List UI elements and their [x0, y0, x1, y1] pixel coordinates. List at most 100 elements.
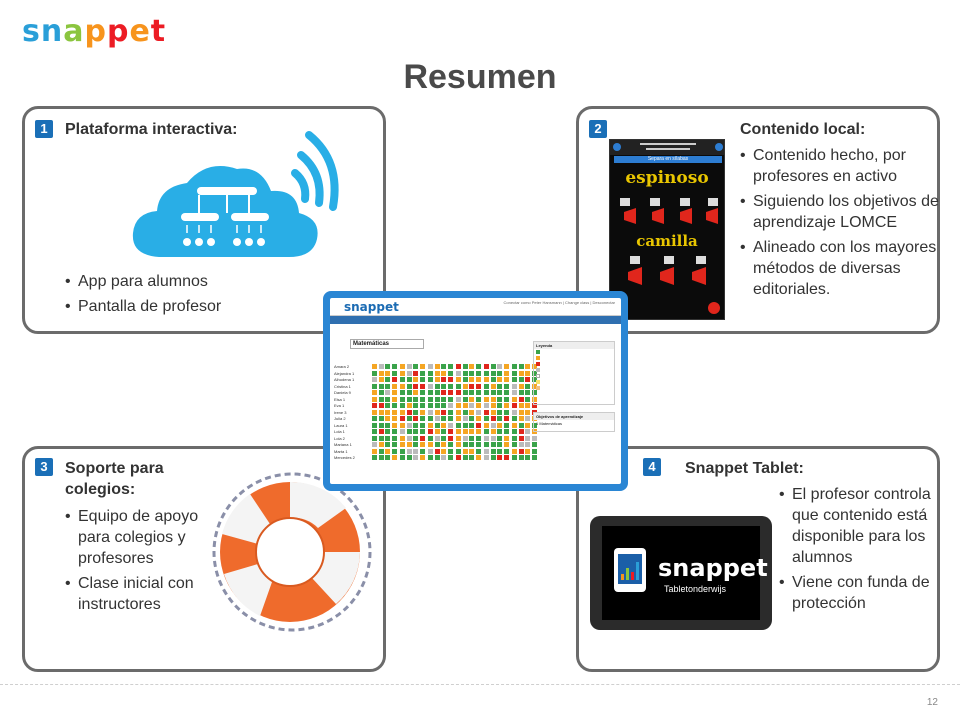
- progress-cell: [419, 370, 425, 376]
- progress-cell: [456, 383, 461, 389]
- progress-cell: [531, 403, 537, 408]
- panel-bullet-list: El profesor controla que contenido está …: [779, 484, 939, 618]
- progress-cell: [419, 448, 425, 454]
- progress-cell: [378, 370, 384, 376]
- page-number: 12: [926, 697, 938, 708]
- phone-exercise-header: Separa en sílabas: [614, 156, 722, 163]
- progress-cell: [406, 422, 412, 428]
- progress-cell: [406, 429, 412, 434]
- progress-cell: [447, 435, 453, 441]
- progress-cell: [372, 422, 377, 428]
- progress-cell: [490, 416, 496, 421]
- progress-cell: [462, 448, 468, 454]
- progress-cell: [497, 364, 502, 369]
- progress-cell: [434, 448, 440, 454]
- progress-cell: [475, 383, 481, 389]
- progress-cell: [428, 435, 433, 441]
- student-name: Julia 2: [334, 416, 346, 421]
- progress-cell: [434, 383, 440, 389]
- progress-cell: [447, 422, 453, 428]
- progress-cell: [469, 403, 474, 408]
- progress-cell: [490, 403, 496, 408]
- progress-cell: [385, 416, 390, 421]
- progress-cell: [503, 364, 509, 369]
- progress-cell: [518, 416, 524, 421]
- progress-cell: [372, 455, 377, 460]
- progress-cell: [441, 455, 446, 460]
- progress-cell: [441, 370, 446, 376]
- lifebuoy-icon: [212, 472, 372, 632]
- progress-cell: [518, 448, 524, 454]
- progress-cell: [419, 429, 425, 434]
- progress-cell: [372, 429, 377, 434]
- logo-letter: n: [40, 14, 64, 49]
- snappet-logo: snappet: [22, 14, 166, 49]
- progress-cell: [428, 383, 433, 389]
- progress-cell: [419, 364, 425, 369]
- progress-cell: [428, 448, 433, 454]
- list-item: Alineado con los mayores métodos de dive…: [740, 237, 940, 300]
- progress-cell: [391, 377, 397, 382]
- progress-cell: [434, 455, 440, 460]
- progress-cell: [419, 442, 425, 447]
- progress-cell: [490, 370, 496, 376]
- progress-cell: [531, 370, 537, 376]
- student-name: Alejandra 1: [334, 370, 355, 376]
- progress-cell: [372, 435, 377, 441]
- progress-cell: [525, 429, 530, 434]
- progress-cell: [372, 416, 377, 421]
- progress-cell: [372, 442, 377, 447]
- progress-cell: [372, 370, 377, 376]
- panel-number-badge: 4: [643, 458, 661, 476]
- progress-cell: [531, 455, 537, 460]
- progress-cell: [497, 422, 502, 428]
- student-name: Laura 1: [334, 422, 348, 428]
- progress-cell: [419, 422, 425, 428]
- tab-extra: Extra: [370, 325, 380, 330]
- progress-cell: [490, 364, 496, 369]
- progress-cell: [400, 370, 405, 376]
- progress-cell: [475, 390, 481, 395]
- progress-cell: [531, 435, 537, 441]
- panel-title: Soporte para colegios:: [65, 460, 164, 498]
- progress-cell: [447, 416, 453, 421]
- progress-cell: [434, 416, 440, 421]
- student-name: Marta 1: [334, 448, 348, 454]
- progress-cell: [497, 370, 502, 376]
- progress-cell: [434, 403, 440, 408]
- progress-cell: [503, 370, 509, 376]
- progress-cell: [378, 377, 384, 382]
- progress-cell: [469, 383, 474, 389]
- progress-cell: [484, 435, 489, 441]
- logo-letter: t: [150, 14, 167, 49]
- progress-cell: [525, 396, 530, 402]
- progress-cell: [512, 422, 517, 428]
- progress-cell: [497, 396, 502, 402]
- progress-cell: [406, 442, 412, 447]
- legend-panel: Leyenda: [533, 341, 615, 405]
- student-name: Mercedes 2: [334, 455, 355, 460]
- progress-cell: [484, 370, 489, 376]
- progress-cell: [391, 383, 397, 389]
- progress-cell: [413, 442, 418, 447]
- progress-cell: [378, 435, 384, 441]
- logo-letter: a: [63, 14, 85, 49]
- progress-cell: [372, 409, 377, 415]
- progress-cell: [447, 448, 453, 454]
- progress-cell: [503, 448, 509, 454]
- progress-cell: [497, 455, 502, 460]
- subject-select: Matemáticas: [350, 339, 424, 349]
- progress-cell: [406, 377, 412, 382]
- progress-cell: [456, 403, 461, 408]
- progress-cell: [518, 442, 524, 447]
- progress-cell: [475, 396, 481, 402]
- progress-cell: [419, 390, 425, 395]
- progress-cell: [484, 448, 489, 454]
- progress-cell: [531, 390, 537, 395]
- progress-cell: [441, 416, 446, 421]
- progress-cell: [413, 416, 418, 421]
- panel-title: Snappet Tablet:: [685, 460, 804, 477]
- progress-cell: [385, 364, 390, 369]
- slide-title: Resumen: [403, 58, 557, 96]
- student-name: Cristina 1: [334, 383, 351, 389]
